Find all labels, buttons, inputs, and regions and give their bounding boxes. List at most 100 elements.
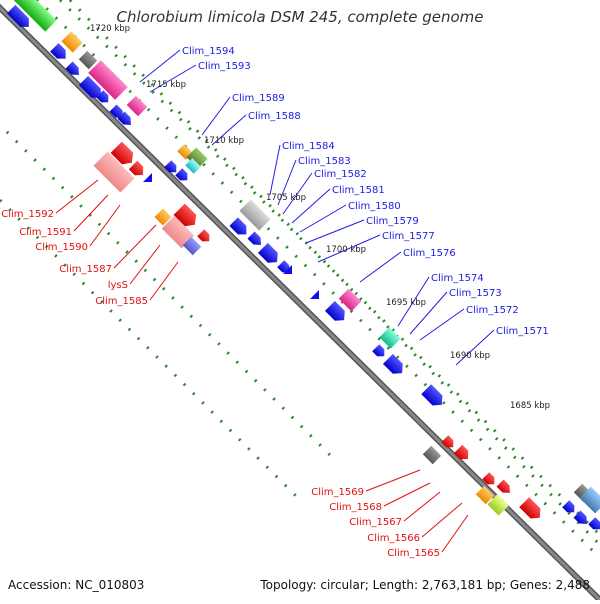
forward-leader-line [409, 291, 448, 335]
forward-gene-label: Clim_1582 [314, 169, 367, 180]
gene-feature [164, 160, 177, 173]
gene-feature [338, 288, 362, 312]
gene-feature [475, 485, 495, 505]
reverse-gene-label: Clim_1591 [19, 227, 72, 238]
gene-feature [128, 160, 144, 176]
gene-feature [562, 500, 575, 513]
forward-gene-label: Clim_1593 [198, 61, 251, 72]
forward-leader-line [299, 204, 347, 233]
forward-gene-label: Clim_1584 [282, 141, 335, 152]
forward-gene-label: Clim_1571 [496, 326, 549, 337]
position-tick-label: 1690 kbp [450, 351, 490, 361]
reverse-gene-label: Clim_1592 [1, 209, 54, 220]
forward-gene-label: Clim_1572 [466, 305, 519, 316]
reverse-gene-label: Clim_1569 [311, 487, 364, 498]
gene-feature [78, 75, 101, 98]
forward-gene-label: Clim_1589 [232, 93, 285, 104]
gene-feature [247, 231, 261, 245]
gene-feature [496, 479, 510, 493]
forward-leader-line [282, 172, 313, 215]
forward-leader-line [139, 49, 181, 83]
forward-gene-label: Clim_1594 [182, 46, 235, 57]
reverse-gene-label: Clim_1566 [367, 533, 420, 544]
gene-feature [96, 90, 109, 103]
gene-feature [382, 353, 403, 374]
reverse-gene-label: Clim_1590 [35, 242, 88, 253]
reverse-leader-line [55, 179, 99, 214]
reverse-leader-line [113, 224, 157, 269]
forward-leader-line [277, 159, 297, 206]
gene-feature [441, 435, 454, 448]
reverse-leader-line [441, 514, 469, 553]
forward-leader-line [269, 144, 281, 196]
forward-gene-label: Clim_1579 [366, 216, 419, 227]
tick-dot-guides [0, 0, 600, 560]
gene-feature [573, 510, 587, 524]
forward-gene-label: Clim_1573 [449, 288, 502, 299]
forward-leader-line [201, 96, 231, 136]
forward-gene-label: Clim_1580 [348, 201, 401, 212]
forward-gene-label: Clim_1583 [298, 156, 351, 167]
label-leader-lines [55, 49, 495, 553]
position-tick-label: 1700 kbp [326, 245, 366, 255]
reverse-leader-line [149, 261, 179, 301]
gene-feature [126, 95, 148, 117]
gene-feature [61, 31, 83, 53]
gene-feature [65, 61, 79, 75]
reverse-leader-line [365, 469, 421, 492]
forward-leader-line [305, 219, 365, 244]
gene-feature [93, 151, 135, 193]
gene-feature [588, 517, 600, 530]
gene-feature [487, 494, 509, 516]
reverse-leader-line [89, 204, 121, 247]
gene-feature [277, 260, 290, 273]
gene-feature [88, 60, 128, 100]
reverse-leader-line [421, 502, 463, 538]
reverse-gene-label: Clim_1568 [329, 502, 382, 513]
position-tick-label: 1685 kbp [510, 401, 550, 411]
gene-feature [283, 265, 292, 274]
gene-feature [197, 229, 210, 242]
gene-feature [6, 4, 29, 27]
forward-leader-line [291, 188, 331, 224]
reverse-leader-line [383, 482, 431, 507]
reverse-leader-line [129, 244, 161, 285]
forward-gene-label: Clim_1576 [403, 248, 456, 259]
forward-gene-label: Clim_1588 [248, 111, 301, 122]
topology-text: Topology: circular; Length: 2,763,181 bp… [260, 578, 590, 592]
gene-feature [117, 111, 131, 125]
forward-leader-line [359, 251, 402, 283]
forward-gene-label: Clim_1577 [382, 231, 435, 242]
accession-text: Accession: NC_010803 [8, 578, 145, 592]
gene-features [6, 0, 600, 530]
gene-feature [421, 384, 443, 406]
tick-guide-line [0, 122, 332, 457]
reverse-gene-label: Clim_1567 [349, 517, 402, 528]
reverse-leader-line [73, 194, 109, 232]
forward-gene-label: Clim_1581 [332, 185, 385, 196]
forward-leader-line [455, 329, 495, 366]
gene-labels: Clim_1594Clim_1593Clim_1589Clim_1588Clim… [1, 46, 548, 559]
position-tick-label: 1710 kbp [204, 136, 244, 146]
gene-feature [161, 215, 195, 249]
genome-title: Chlorobium limicola DSM 245, complete ge… [116, 8, 484, 26]
forward-leader-line [149, 64, 197, 93]
gene-feature [422, 445, 442, 465]
forward-gene-label: Clim_1574 [431, 273, 484, 284]
reverse-gene-label: Clim_1565 [387, 548, 440, 559]
forward-leader-line [211, 114, 247, 146]
reverse-leader-line [403, 491, 441, 522]
gene-feature [482, 472, 495, 485]
gene-feature [453, 444, 469, 460]
gene-feature [13, 0, 57, 32]
gene-feature [239, 199, 271, 231]
reverse-gene-label: Clim_1587 [59, 264, 112, 275]
gene-feature [185, 158, 201, 174]
reverse-gene-label: Clim_1585 [95, 296, 148, 307]
gene-feature [50, 43, 66, 59]
gene-feature [182, 236, 202, 256]
gene-feature [143, 173, 152, 182]
